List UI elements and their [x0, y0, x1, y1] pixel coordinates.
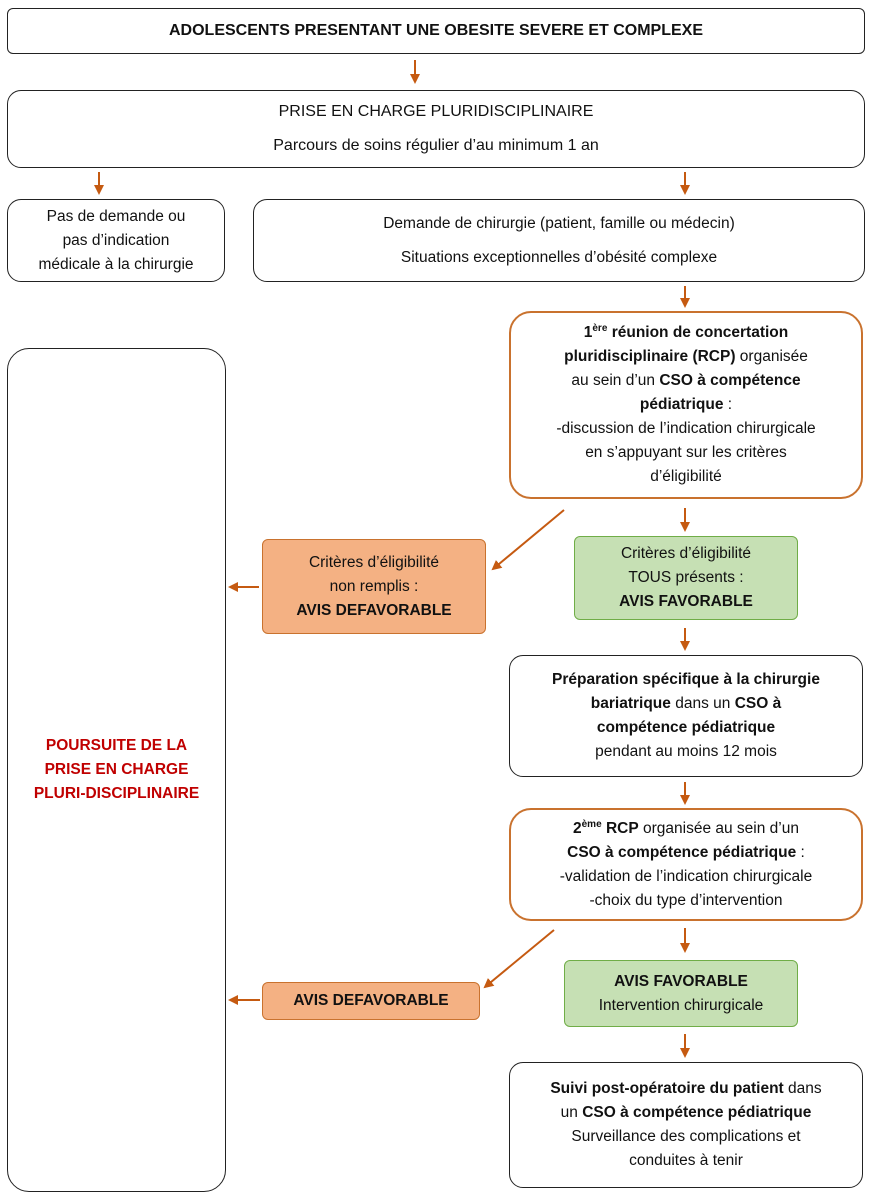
demande-chirurgie-line1: Demande de chirurgie (patient, famille o… [383, 214, 735, 232]
pas-de-demande-box: Pas de demande ou pas d’indication médic… [7, 199, 225, 282]
preparation-line3: compétence pédiatrique [596, 719, 776, 736]
rcp1-plain2: organisée [735, 348, 808, 365]
favorable1-line3: AVIS FAVORABLE [619, 593, 753, 610]
favorable1-line2: TOUS présents : [628, 569, 744, 586]
suivi-bold2: CSO à compétence pédiatrique [582, 1104, 812, 1121]
rcp2-bold1: RCP [601, 819, 639, 837]
pas-de-demande-line2: pas d’indication [62, 231, 170, 249]
suivi-plain1: dans [783, 1080, 822, 1097]
demande-chirurgie-line2: Situations exceptionnelles d’obésité com… [400, 248, 718, 266]
rcp2-box: 2ème RCP organisée au sein d’un CSO à co… [509, 808, 863, 921]
favorable1-box: Critères d’éligibilité TOUS présents : A… [574, 536, 798, 620]
favorable2-line1: AVIS FAVORABLE [614, 972, 748, 990]
suivi-line1: Suivi post-opératoire du patient dans [550, 1077, 821, 1101]
favorable2-box: AVIS FAVORABLE Intervention chirurgicale [564, 960, 798, 1027]
suivi-line3: Surveillance des complications et [571, 1128, 801, 1145]
defavorable1-box: Critères d’éligibilité non remplis : AVI… [262, 539, 486, 634]
rcp1-line5: -discussion de l’indication chirurgicale [556, 420, 816, 437]
arrow-rcp2-to-defavorable2 [483, 929, 555, 989]
rcp2-sup: ème [581, 818, 602, 830]
preparation-box: Préparation spécifique à la chirurgie ba… [509, 655, 863, 777]
rcp1-plain3: au sein d’un [571, 372, 660, 389]
rcp1-line6: en s’appuyant sur les critères [585, 444, 787, 461]
rcp1-bold2: pluridisciplinaire (RCP) [564, 348, 736, 365]
rcp1-bold1: réunion de concertation [607, 324, 789, 341]
prise-en-charge-box: PRISE EN CHARGE PLURIDISCIPLINAIRE Parco… [7, 90, 865, 168]
preparation-line4: pendant au moins 12 mois [595, 743, 777, 760]
suivi-bold1: Suivi post-opératoire du patient [550, 1080, 784, 1097]
rcp1-line1: 1ère réunion de concertation [584, 321, 789, 345]
arrow-rcp1-to-defavorable1 [491, 509, 565, 571]
defavorable1-line3: AVIS DEFAVORABLE [296, 601, 452, 619]
preparation-bold2: bariatrique [590, 695, 671, 712]
rcp1-num: 1 [583, 324, 593, 341]
defavorable2-box: AVIS DEFAVORABLE [262, 982, 480, 1020]
rcp2-num: 2 [573, 819, 582, 837]
poursuite-line3: PLURI-DISCIPLINAIRE [33, 785, 200, 802]
defavorable2-label: AVIS DEFAVORABLE [293, 992, 449, 1009]
rcp2-line1: 2ème RCP organisée au sein d’un [573, 817, 799, 841]
prise-en-charge-line2: Parcours de soins régulier d’au minimum … [273, 137, 599, 154]
rcp2-bold2: CSO à compétence pédiatrique [567, 843, 797, 861]
favorable2-line2: Intervention chirurgicale [598, 996, 764, 1014]
rcp1-sup: ère [592, 322, 608, 334]
poursuite-box: POURSUITE DE LA PRISE EN CHARGE PLURI-DI… [7, 348, 226, 1192]
poursuite-line2: PRISE EN CHARGE [44, 761, 189, 778]
rcp2-line2: CSO à compétence pédiatrique : [567, 841, 805, 865]
preparation-plain2: dans un [670, 695, 735, 712]
demande-chirurgie-box: Demande de chirurgie (patient, famille o… [253, 199, 865, 282]
rcp1-bold4: pédiatrique [639, 396, 724, 413]
rcp1-line3: au sein d’un CSO à compétence [571, 369, 800, 393]
pas-de-demande-line3: médicale à la chirurgie [38, 255, 194, 273]
preparation-line1: Préparation spécifique à la chirurgie [552, 671, 820, 688]
defavorable1-line2: non remplis : [329, 577, 419, 595]
rcp1-bold3: CSO à compétence [659, 372, 801, 389]
preparation-bold2b: CSO à [734, 695, 782, 712]
poursuite-line1: POURSUITE DE LA [45, 737, 188, 754]
suivi-plain2: un [560, 1104, 583, 1121]
rcp2-plain1: organisée au sein d’un [638, 819, 799, 837]
defavorable1-line1: Critères d’éligibilité [308, 553, 440, 571]
rcp1-line2: pluridisciplinaire (RCP) organisée [564, 345, 808, 369]
rcp1-box: 1ère réunion de concertation pluridiscip… [509, 311, 863, 499]
suivi-line2: un CSO à compétence pédiatrique [561, 1101, 812, 1125]
title-box: ADOLESCENTS PRESENTANT UNE OBESITE SEVER… [7, 8, 865, 54]
preparation-line2: bariatrique dans un CSO à [591, 692, 781, 716]
suivi-line4: conduites à tenir [629, 1152, 743, 1169]
rcp1-line7: d’éligibilité [650, 468, 722, 485]
suivi-box: Suivi post-opératoire du patient dans un… [509, 1062, 863, 1188]
prise-en-charge-line1: PRISE EN CHARGE PLURIDISCIPLINAIRE [278, 103, 594, 120]
pas-de-demande-line1: Pas de demande ou [46, 207, 186, 225]
rcp1-line4: pédiatrique : [640, 393, 732, 417]
title-text: ADOLESCENTS PRESENTANT UNE OBESITE SEVER… [169, 22, 703, 39]
rcp2-line4: -choix du type d’intervention [589, 891, 783, 909]
rcp2-line3: -validation de l’indication chirurgicale [559, 867, 813, 885]
rcp1-plain4: : [723, 396, 733, 413]
rcp2-plain2: : [796, 843, 805, 861]
favorable1-line1: Critères d’éligibilité [620, 545, 752, 562]
